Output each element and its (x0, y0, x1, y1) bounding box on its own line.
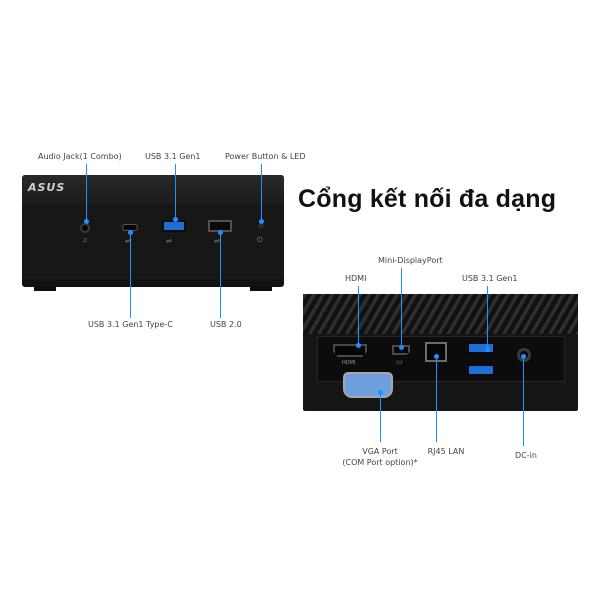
asus-logo: ASUS (28, 181, 66, 194)
front-face (22, 207, 284, 279)
usb3-icon: ⇌ (166, 238, 172, 245)
label-dcin: DC-in (515, 451, 537, 460)
label-vga: VGA Port (362, 447, 398, 456)
callout-minidp (399, 268, 404, 350)
front-top-panel: ASUS (22, 175, 284, 205)
headline: Cổng kết nối đa dạng (298, 185, 557, 213)
callout-dcin (521, 354, 526, 446)
label-audio-jack: Audio Jack(1 Combo) (38, 152, 122, 161)
label-hdmi: HDMI (345, 274, 367, 283)
label-power-button: Power Button & LED (225, 152, 306, 161)
front-foot-right (250, 286, 272, 291)
hdmi-port-text: HDMI (342, 360, 356, 366)
audio-jack-port (80, 223, 90, 233)
back-vents (303, 294, 578, 334)
hdmi-port (333, 344, 367, 357)
power-button (258, 223, 264, 229)
back-device: HDMI ▭ (303, 294, 578, 411)
callout-power (259, 164, 264, 224)
power-icon: ⏻ (257, 237, 263, 244)
label-vga-com: (COM Port option)* (342, 458, 418, 467)
label-rj45: RJ45 LAN (427, 447, 465, 456)
audio-icon: ♫ (82, 237, 88, 244)
minidp-icon: ▭ (396, 359, 403, 366)
callout-front-usb31 (173, 164, 178, 222)
callout-back-usb31 (485, 286, 490, 352)
callout-rj45 (434, 354, 439, 442)
front-device: ASUS ♫ ⇌ ⇌ ⇌ ⏻ (22, 175, 284, 291)
callout-usb20 (218, 230, 223, 318)
usb2-icon: ⇌ (214, 238, 220, 245)
front-foot-left (34, 286, 56, 291)
back-usb31-port-bottom (467, 364, 495, 376)
usb-c-icon: ⇌ (125, 238, 131, 245)
label-usb20: USB 2.0 (210, 320, 242, 329)
label-minidp: Mini-DisplayPort (378, 256, 443, 265)
label-back-usb31: USB 3.1 Gen1 (462, 274, 518, 283)
callout-audio (84, 164, 89, 224)
callout-vga (378, 390, 383, 442)
callout-typec (128, 230, 133, 318)
label-front-usb31: USB 3.1 Gen1 (145, 152, 201, 161)
label-usb31-typec: USB 3.1 Gen1 Type-C (88, 320, 173, 329)
callout-hdmi (356, 286, 361, 348)
vga-port (343, 372, 393, 398)
back-usb31-port-top (467, 342, 495, 354)
